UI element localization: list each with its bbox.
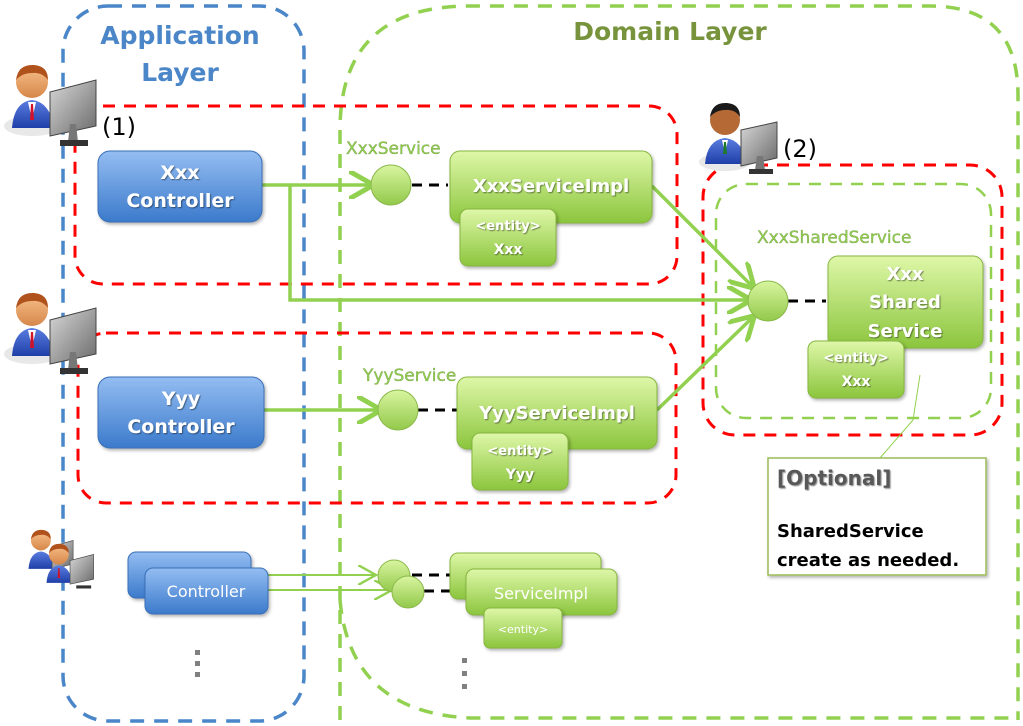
yyy-service-interface-ball	[377, 389, 419, 431]
xxx-controller-label-line1: Xxx	[160, 162, 199, 184]
xxx-entity-name: Xxx	[494, 242, 523, 258]
xxx-service-interface-ball	[370, 164, 412, 206]
application-layer-title-line1: Application	[100, 21, 259, 50]
generic-service-interfaces[interactable]	[377, 559, 425, 609]
xxx-service-label: XxxService	[346, 139, 441, 159]
generic-interface-ball-2	[391, 575, 425, 609]
arrow-xxx-impl-to-shared-service	[650, 184, 752, 286]
yyy-controller-label-line1: Yyy	[161, 388, 201, 410]
application-layer-title-line2: Layer	[141, 58, 219, 87]
yyy-service-impl-label: YyyServiceImpl	[478, 403, 635, 424]
note-box	[767, 457, 987, 576]
yyy-service-impl[interactable]: YyyServiceImpl <entity> Yyy	[456, 376, 658, 491]
xxx-entity[interactable]: <entity> Xxx	[459, 208, 557, 267]
generic-service-impl-stack[interactable]: ServiceImpl <entity>	[449, 552, 618, 649]
user-icon-yyy	[4, 292, 97, 374]
generic-controller-front	[144, 567, 269, 615]
yyy-entity[interactable]: <entity> Yyy	[471, 432, 569, 491]
shared-entity-tag: <entity>	[823, 351, 888, 366]
generic-entity[interactable]: <entity>	[483, 607, 563, 649]
note-callout-line	[879, 374, 921, 459]
scope-box-1	[73, 104, 679, 286]
yyy-controller-label-line2: Controller	[127, 416, 235, 438]
optional-note: [Optional] SharedService create as neede…	[767, 457, 987, 576]
user-icon-1	[4, 64, 97, 146]
domain-layer: Domain Layer	[338, 4, 1020, 720]
marker-1: (1)	[102, 113, 136, 141]
xxx-shared-service-impl[interactable]: Xxx Shared Service <entity> Xxx	[807, 255, 984, 399]
shared-entity-name: Xxx	[842, 374, 871, 390]
domain-layer-border	[338, 4, 1020, 720]
user-group-icon	[28, 529, 94, 589]
yyy-entity-tag: <entity>	[487, 444, 552, 459]
yyy-controller[interactable]: Yyy Controller	[97, 376, 265, 449]
yyy-service-interface[interactable]: YyyService	[362, 366, 456, 431]
xxx-service-impl[interactable]: XxxServiceImpl <entity> Xxx	[449, 150, 653, 267]
yyy-entity-name: Yyy	[505, 467, 534, 483]
monitor-icon	[49, 307, 97, 374]
shared-service-impl-line3: Service	[868, 321, 943, 342]
xxx-controller-label-line2: Controller	[126, 190, 234, 212]
generic-controller-stack[interactable]: Controller	[127, 551, 269, 615]
application-layer-border	[61, 4, 306, 723]
xxx-entity-tag: <entity>	[475, 219, 540, 234]
application-layer: Application Layer	[61, 4, 306, 723]
shared-entity[interactable]: <entity> Xxx	[807, 340, 905, 399]
generic-impl-label: ServiceImpl	[494, 584, 588, 603]
yyy-service-label: YyyService	[362, 366, 456, 386]
note-line2: create as needed.	[777, 550, 959, 571]
shared-service-label: XxxSharedService	[757, 228, 911, 248]
arrow-xxx-controller-to-shared-service	[288, 185, 748, 300]
monitor-icon	[49, 79, 97, 146]
note-title: [Optional]	[777, 466, 891, 490]
connectors	[262, 184, 921, 591]
shared-service-impl-line1: Xxx	[886, 264, 923, 285]
shared-service-boundary	[714, 182, 993, 420]
xxx-service-impl-label: XxxServiceImpl	[473, 176, 629, 197]
user-icon-2	[699, 102, 778, 174]
shared-service-interface-ball	[747, 280, 789, 322]
shared-service-interface[interactable]: XxxSharedService	[747, 228, 912, 322]
generic-controller-label: Controller	[167, 582, 246, 601]
marker-2: (2)	[783, 135, 817, 163]
more-services-ellipsis	[462, 658, 467, 689]
more-controllers-ellipsis	[195, 650, 200, 677]
generic-entity-tag: <entity>	[498, 623, 548, 636]
xxx-service-interface[interactable]: XxxService	[346, 139, 441, 206]
xxx-controller[interactable]: Xxx Controller	[97, 150, 263, 223]
shared-service-impl-line2: Shared	[869, 292, 941, 313]
monitor-icon	[740, 121, 778, 174]
arrow-yyy-impl-to-shared-service	[655, 318, 752, 412]
scope-box-yyy	[76, 331, 678, 505]
note-line1: SharedService	[777, 521, 924, 542]
domain-layer-title: Domain Layer	[573, 17, 767, 46]
